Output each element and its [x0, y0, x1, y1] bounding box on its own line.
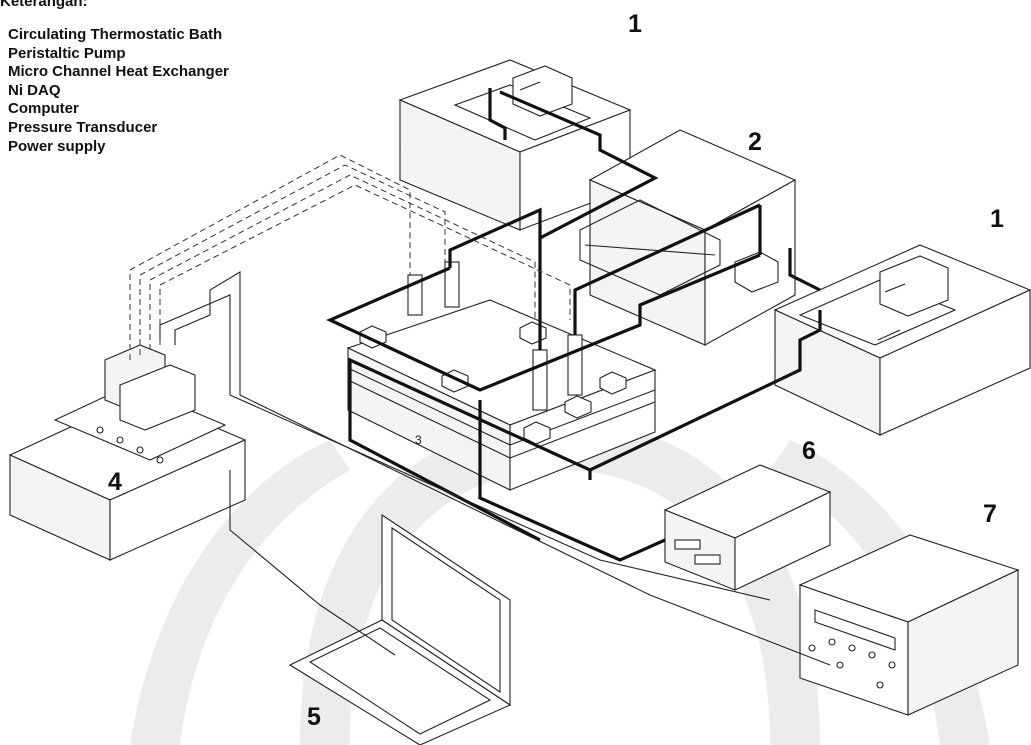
legend-item: Computer [0, 100, 229, 119]
label-transducer: 6 [802, 437, 816, 466]
legend-list: Circulating Thermostatic Bath Peristalti… [0, 26, 229, 156]
legend-item-label: Ni DAQ [8, 82, 61, 99]
legend-item-label: Peristaltic Pump [8, 45, 126, 62]
legend-item-label: Power supply [8, 138, 106, 155]
legend-item: Power supply [0, 138, 229, 157]
legend-item-label: Micro Channel Heat Exchanger [8, 63, 229, 80]
legend-item: Micro Channel Heat Exchanger [0, 63, 229, 82]
legend-item-label: Computer [8, 100, 79, 117]
power-supply [800, 535, 1018, 715]
label-power-supply: 7 [983, 500, 997, 529]
label-computer: 5 [307, 703, 321, 732]
legend-item: Pressure Transducer [0, 119, 229, 138]
legend-item: Peristaltic Pump [0, 45, 229, 64]
legend-title: Keterangan: [0, 0, 88, 12]
thermostatic-bath-right [775, 245, 1030, 435]
label-bath-right: 1 [990, 205, 1004, 234]
label-pump: 2 [748, 128, 762, 157]
legend-item: Ni DAQ [0, 82, 229, 101]
legend-item: Circulating Thermostatic Bath [0, 26, 229, 45]
ni-daq [10, 345, 245, 560]
legend-item-label: Pressure Transducer [8, 119, 157, 136]
label-bath-left: 1 [628, 10, 642, 39]
label-heat-exchanger: 3 [415, 433, 422, 447]
legend-item-label: Circulating Thermostatic Bath [8, 26, 222, 43]
label-daq: 4 [108, 468, 122, 497]
